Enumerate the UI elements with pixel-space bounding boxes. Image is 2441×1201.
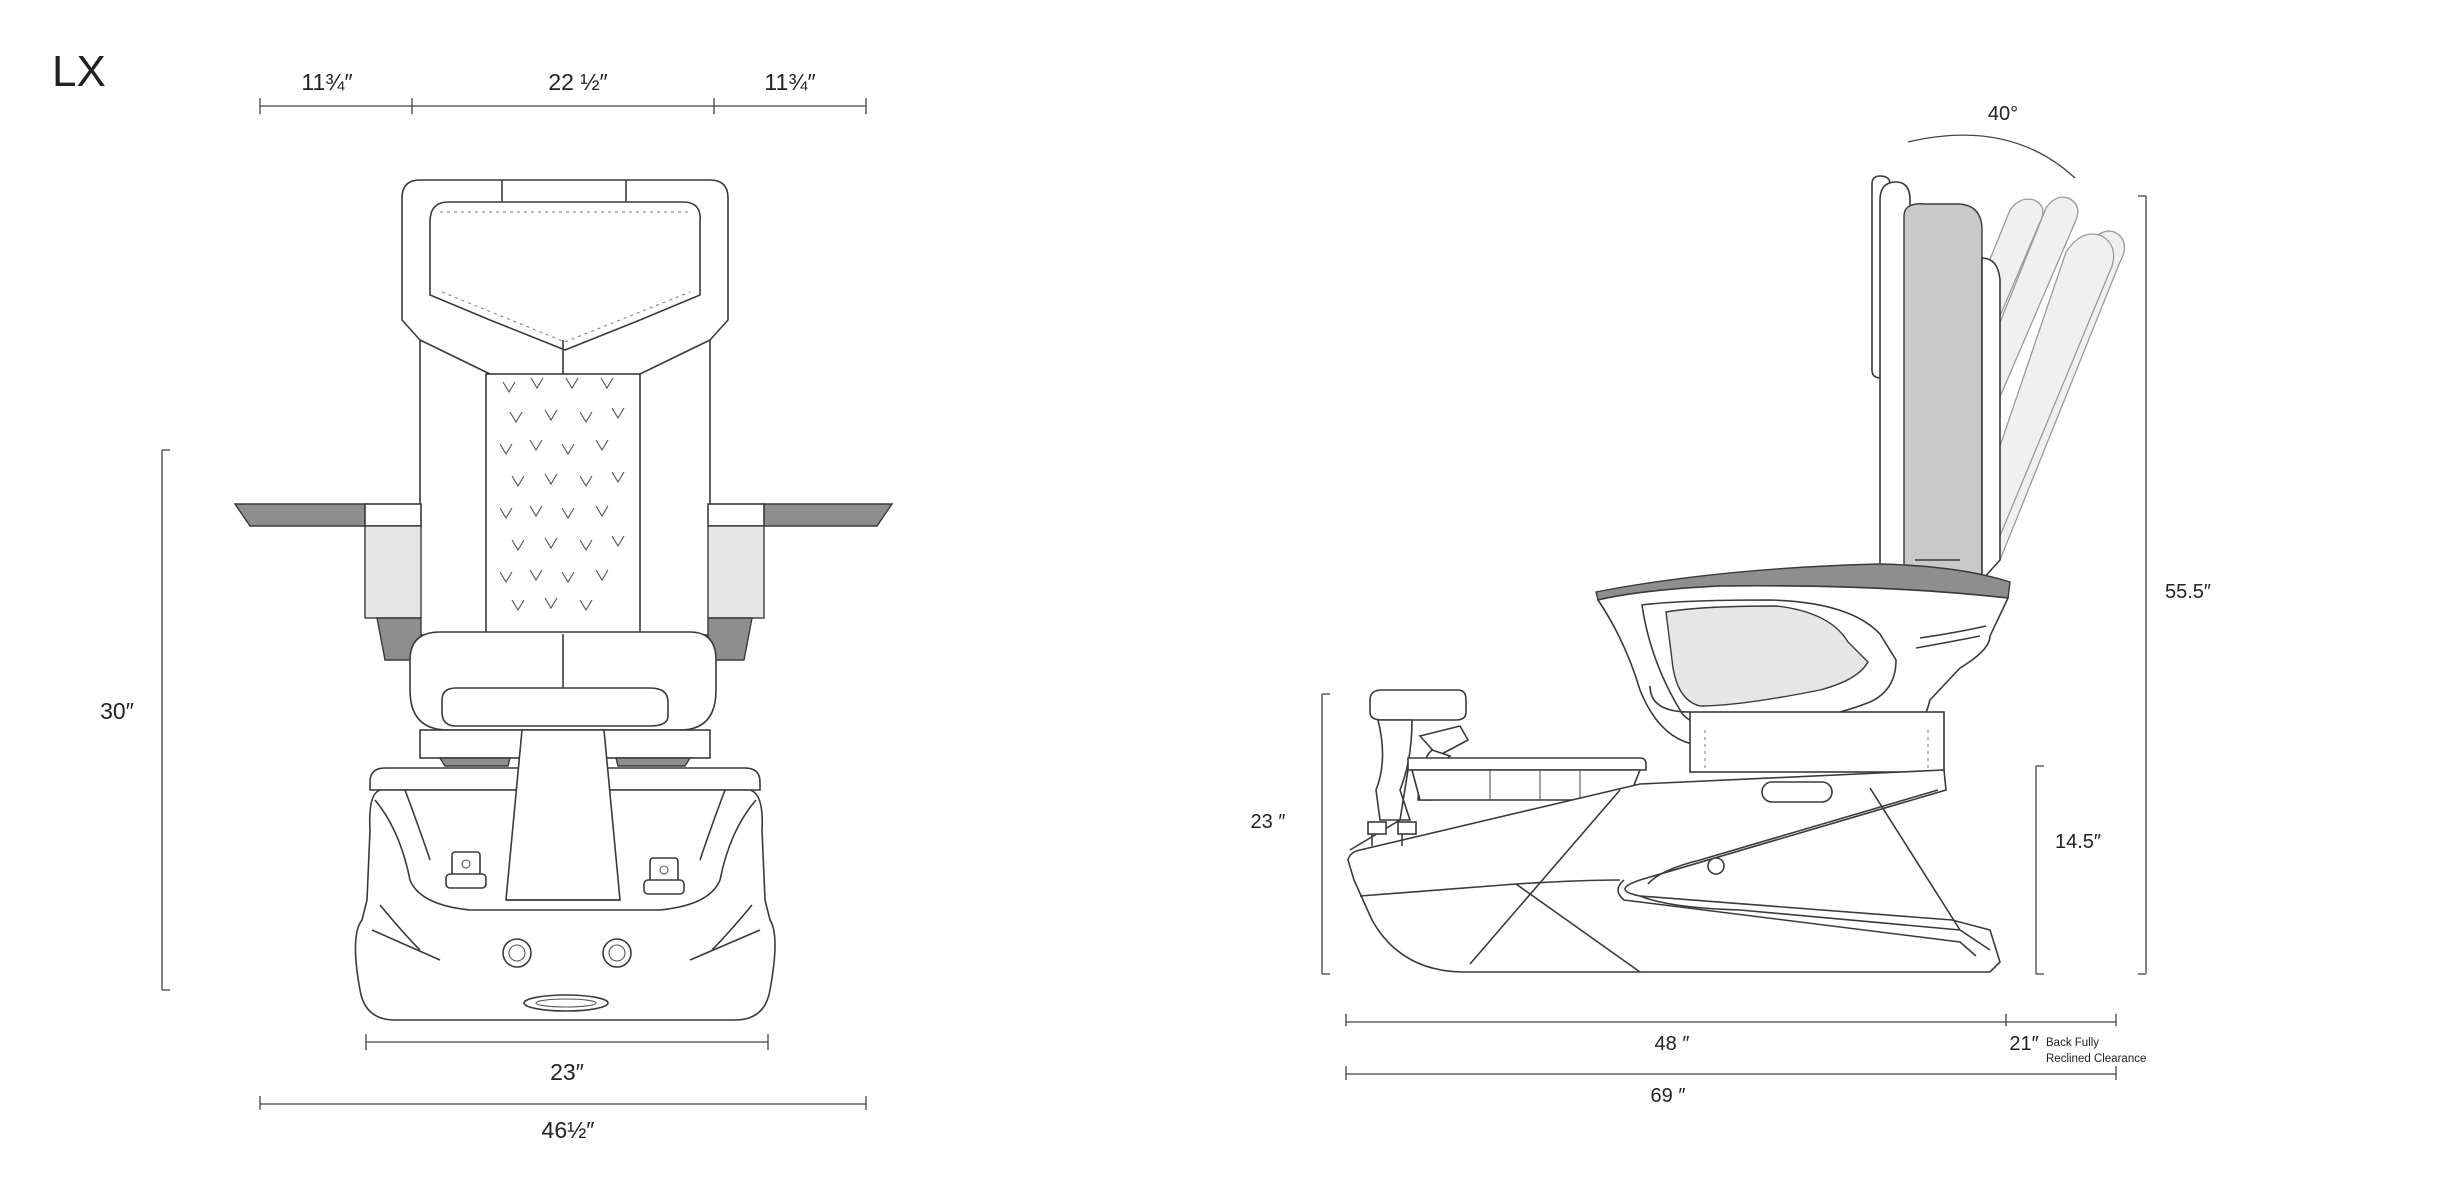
side-overall-length-dimension-line [1345,1066,2117,1080]
front-left-jet [445,851,487,889]
side-seat-height-dimension-line [2035,765,2044,975]
side-seat-height-label: 14.5″ [2055,831,2101,853]
front-overall-width-dimension-line [259,1096,867,1110]
front-top-dimension-line [259,98,867,114]
front-chair-backrest [401,179,729,636]
front-height-dimension-line [161,449,170,991]
front-top-left-width-label: 11¾″ [301,69,352,95]
side-overall-height-dimension-line [2138,195,2147,975]
front-left-armrest [233,503,422,661]
front-overall-width-label: 46½″ [542,1117,595,1143]
front-drain-slot [523,994,609,1012]
quilt-pattern [499,377,625,612]
front-top-center-width-label: 22 ½″ [548,69,607,95]
side-overall-height-label: 55.5″ [2165,581,2211,603]
front-base-width-label: 23″ [550,1059,584,1085]
side-footrest-height-dimension-line [1321,693,1330,975]
recline-angle-arc [1907,134,2076,179]
side-overall-length-label: 69 ″ [1651,1085,1686,1107]
front-height-label: 30″ [100,698,134,724]
side-seat [1595,563,2011,773]
model-title: LX [52,47,106,96]
side-view: 40° [1251,103,2211,1107]
side-base-length-label: 48 ″ [1655,1033,1690,1055]
side-base-slot [1761,781,1833,803]
side-clearance-note-line2: Reclined Clearance [2046,1053,2146,1065]
side-clearance-note-line1: Back Fully [2046,1037,2099,1049]
side-clearance-length-label: 21″ [2009,1033,2038,1055]
side-footbath-tub [1407,757,1647,801]
side-base-body [1347,769,2001,973]
side-footrest-height-label: 23 ″ [1251,811,1286,833]
front-base-width-dimension-line [365,1034,769,1050]
side-backrest [1871,175,2001,583]
recline-angle-label: 40° [1988,103,2018,125]
side-base-port [1707,857,1725,875]
front-view: 11¾″ 22 ½″ 11¾″ 30″ [100,69,894,1143]
front-right-control-button [602,938,632,968]
front-footbath-base [354,729,776,1021]
front-top-right-width-label: 11¾″ [764,69,815,95]
front-right-jet [643,857,685,895]
front-left-control-button [502,938,532,968]
side-base-length-dimension-line [1345,1014,2117,1026]
front-right-armrest [707,503,894,661]
